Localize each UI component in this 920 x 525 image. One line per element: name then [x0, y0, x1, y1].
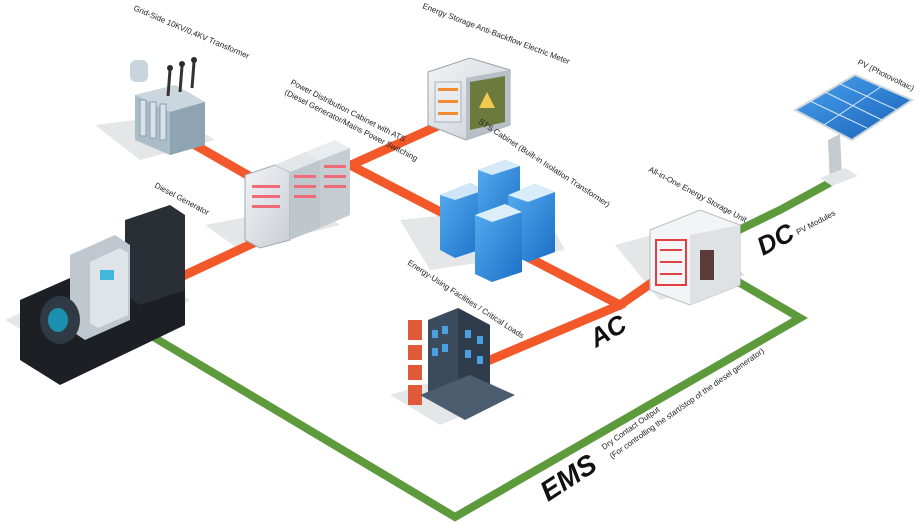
meter-label: Energy Storage Anti-Backflow Electric Me…	[421, 1, 571, 66]
meter-cabinet-icon	[427, 57, 511, 141]
pv-modules-label: PV Modules	[795, 209, 837, 237]
transformer-icon	[130, 57, 205, 155]
ems-bus-label: EMS	[534, 448, 602, 507]
pdc-label-line1: Power Distribution Cabinet with ATS	[289, 78, 407, 144]
energy-storage-unit-icon	[649, 209, 741, 306]
pdc-label-line2: (Diesel Generator/Mains Power Switching	[283, 88, 419, 163]
sts-cabinet-icon	[440, 160, 555, 282]
critical-loads-building-icon	[408, 308, 515, 420]
transformer-label: Grid-Side 10KV/0.4KV Transformer	[132, 4, 251, 61]
dry-contact-label-line2: (For controlling the start/stop of the d…	[608, 346, 766, 460]
ems-line	[147, 276, 808, 522]
pv-panel-icon	[792, 73, 915, 186]
diesel-generator-icon	[20, 205, 185, 385]
distribution-cabinet-icon	[244, 140, 350, 249]
